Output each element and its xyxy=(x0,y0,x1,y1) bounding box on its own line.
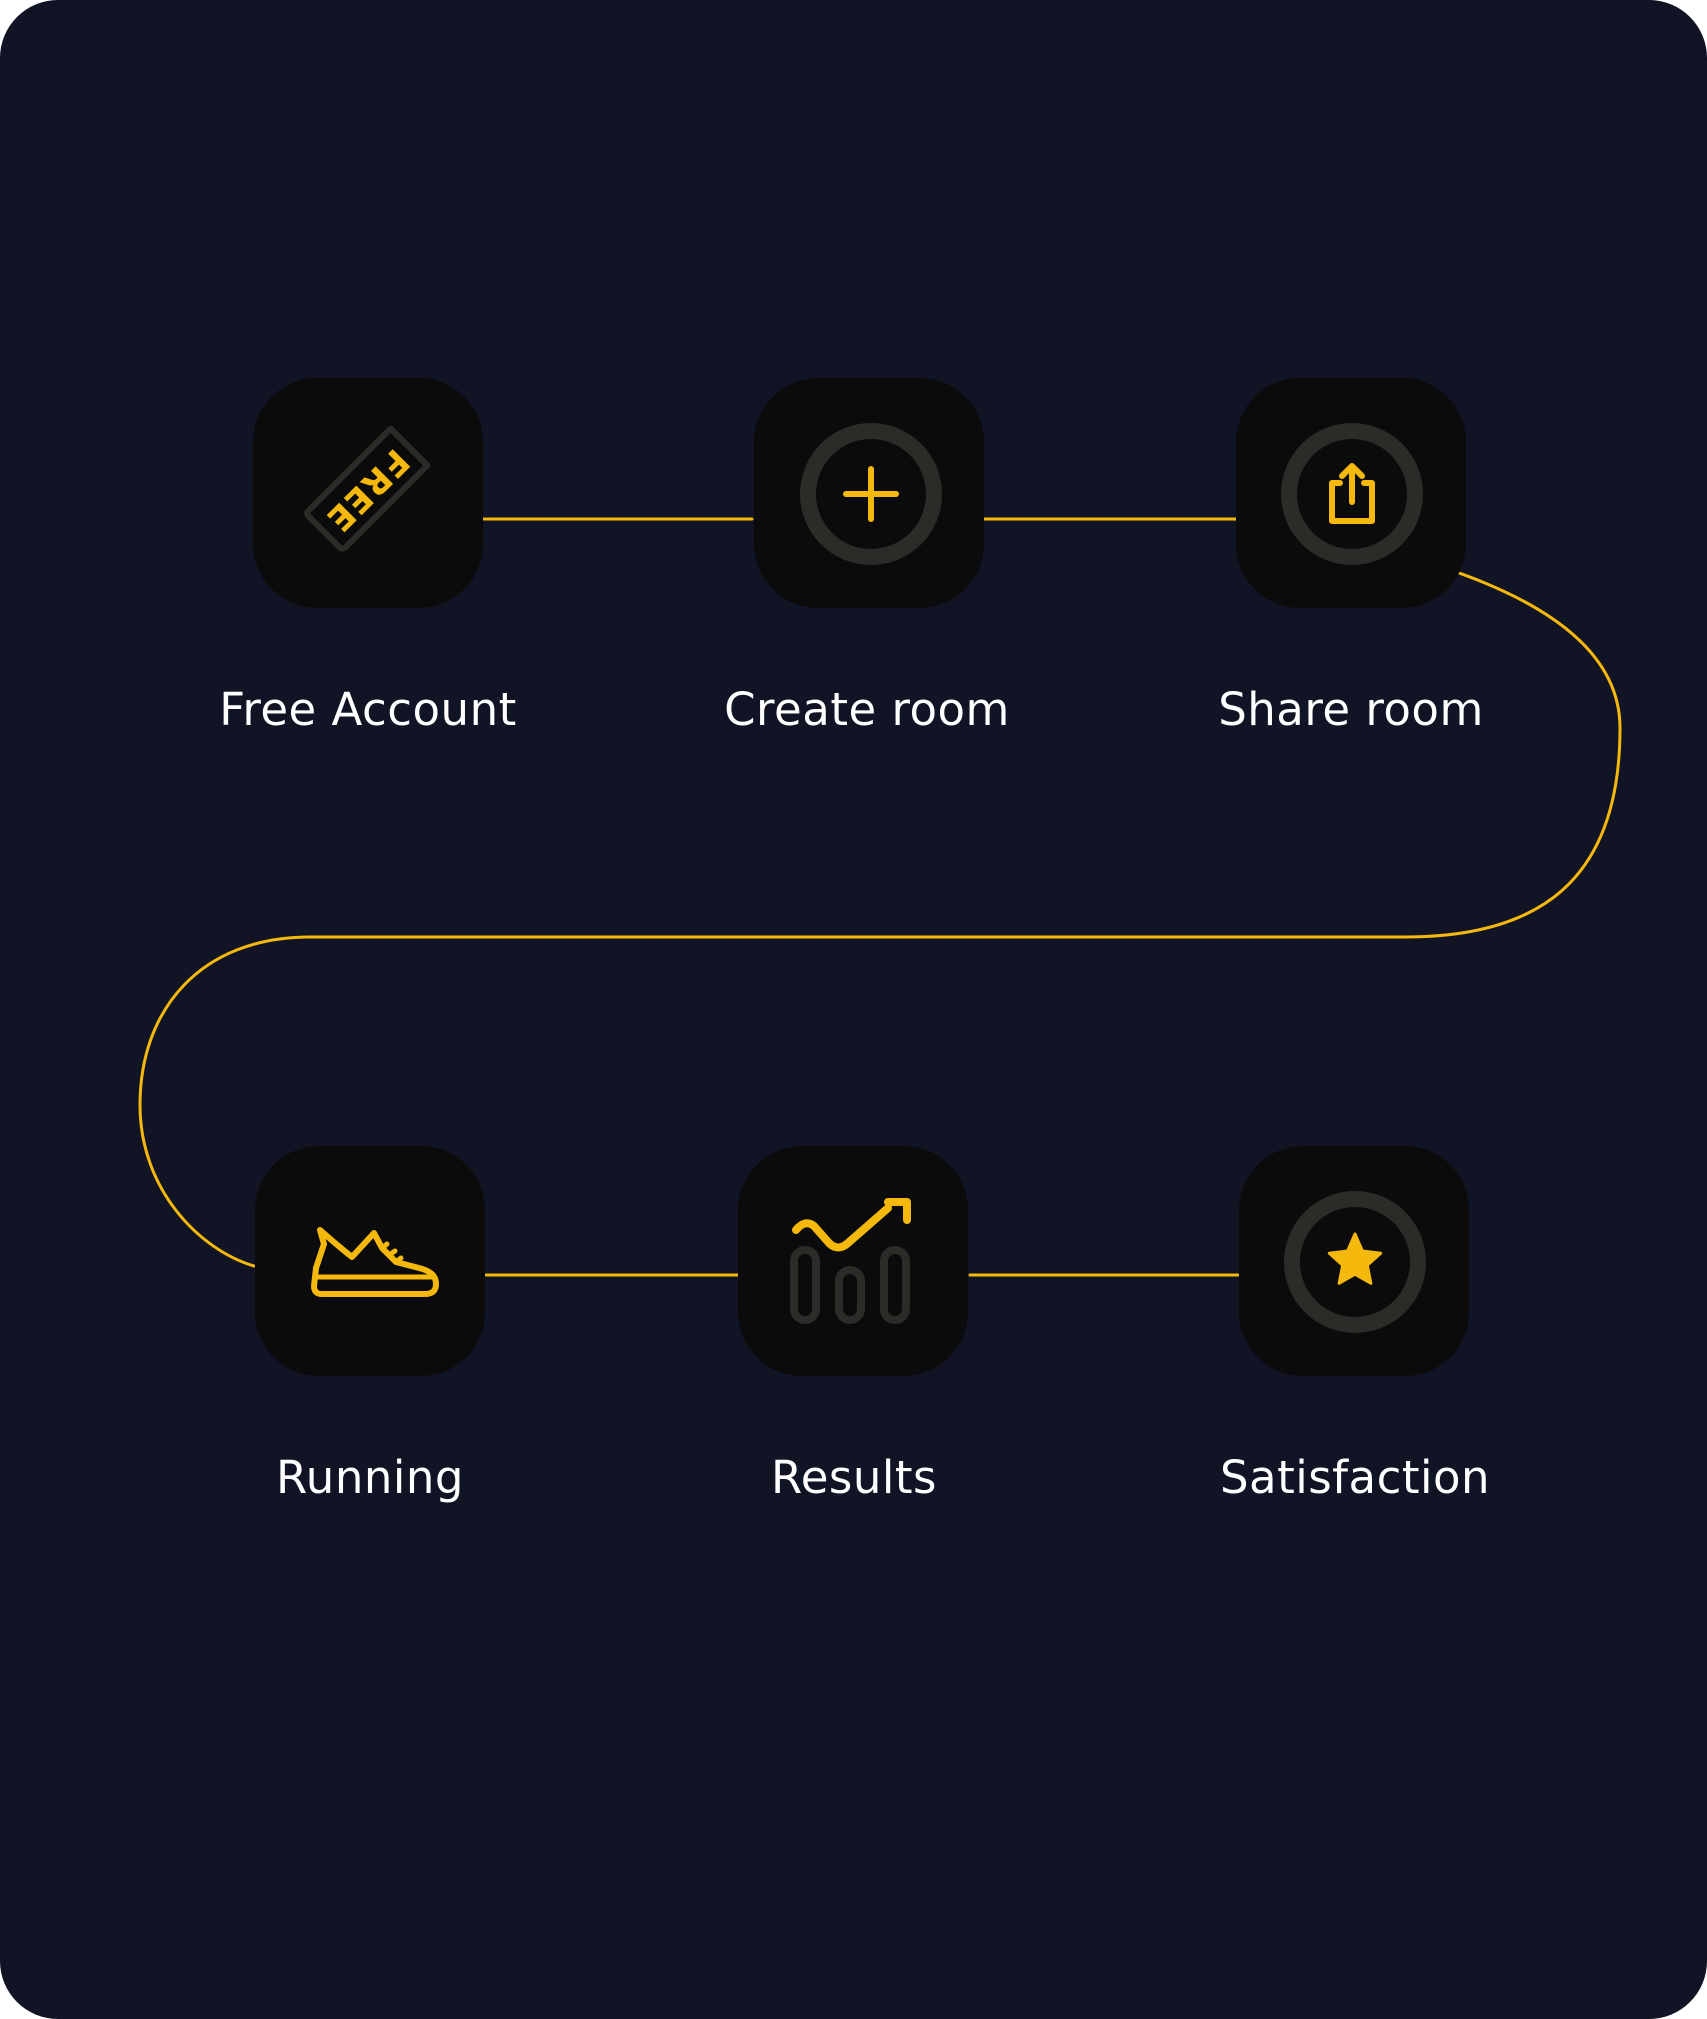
share-icon xyxy=(1281,423,1423,565)
step-tile xyxy=(754,378,984,608)
step-tile xyxy=(255,1146,485,1376)
sneaker-icon xyxy=(311,1227,439,1297)
step-label: Results xyxy=(771,1451,937,1504)
free-tag-icon: FREE xyxy=(304,425,431,552)
star-icon xyxy=(1284,1191,1426,1333)
step-label: Running xyxy=(276,1451,464,1504)
step-free-account[interactable]: FREE Free Account xyxy=(219,378,516,736)
step-label: Share room xyxy=(1218,683,1484,736)
step-share-room[interactable]: Share room xyxy=(1218,378,1483,736)
plus-circle-icon xyxy=(800,423,942,565)
step-tile: FREE xyxy=(253,378,483,608)
step-create-room[interactable]: Create room xyxy=(724,378,1009,736)
step-tile xyxy=(1239,1146,1469,1376)
step-tile xyxy=(1236,378,1466,608)
step-tile xyxy=(738,1146,968,1376)
step-label: Free Account xyxy=(219,683,517,736)
step-label: Create room xyxy=(724,683,1010,736)
step-running[interactable]: Running xyxy=(255,1146,485,1504)
step-satisfaction[interactable]: Satisfaction xyxy=(1220,1146,1490,1504)
step-label: Satisfaction xyxy=(1219,1451,1491,1504)
trend-chart-icon xyxy=(790,1198,911,1324)
step-results[interactable]: Results xyxy=(738,1146,968,1504)
